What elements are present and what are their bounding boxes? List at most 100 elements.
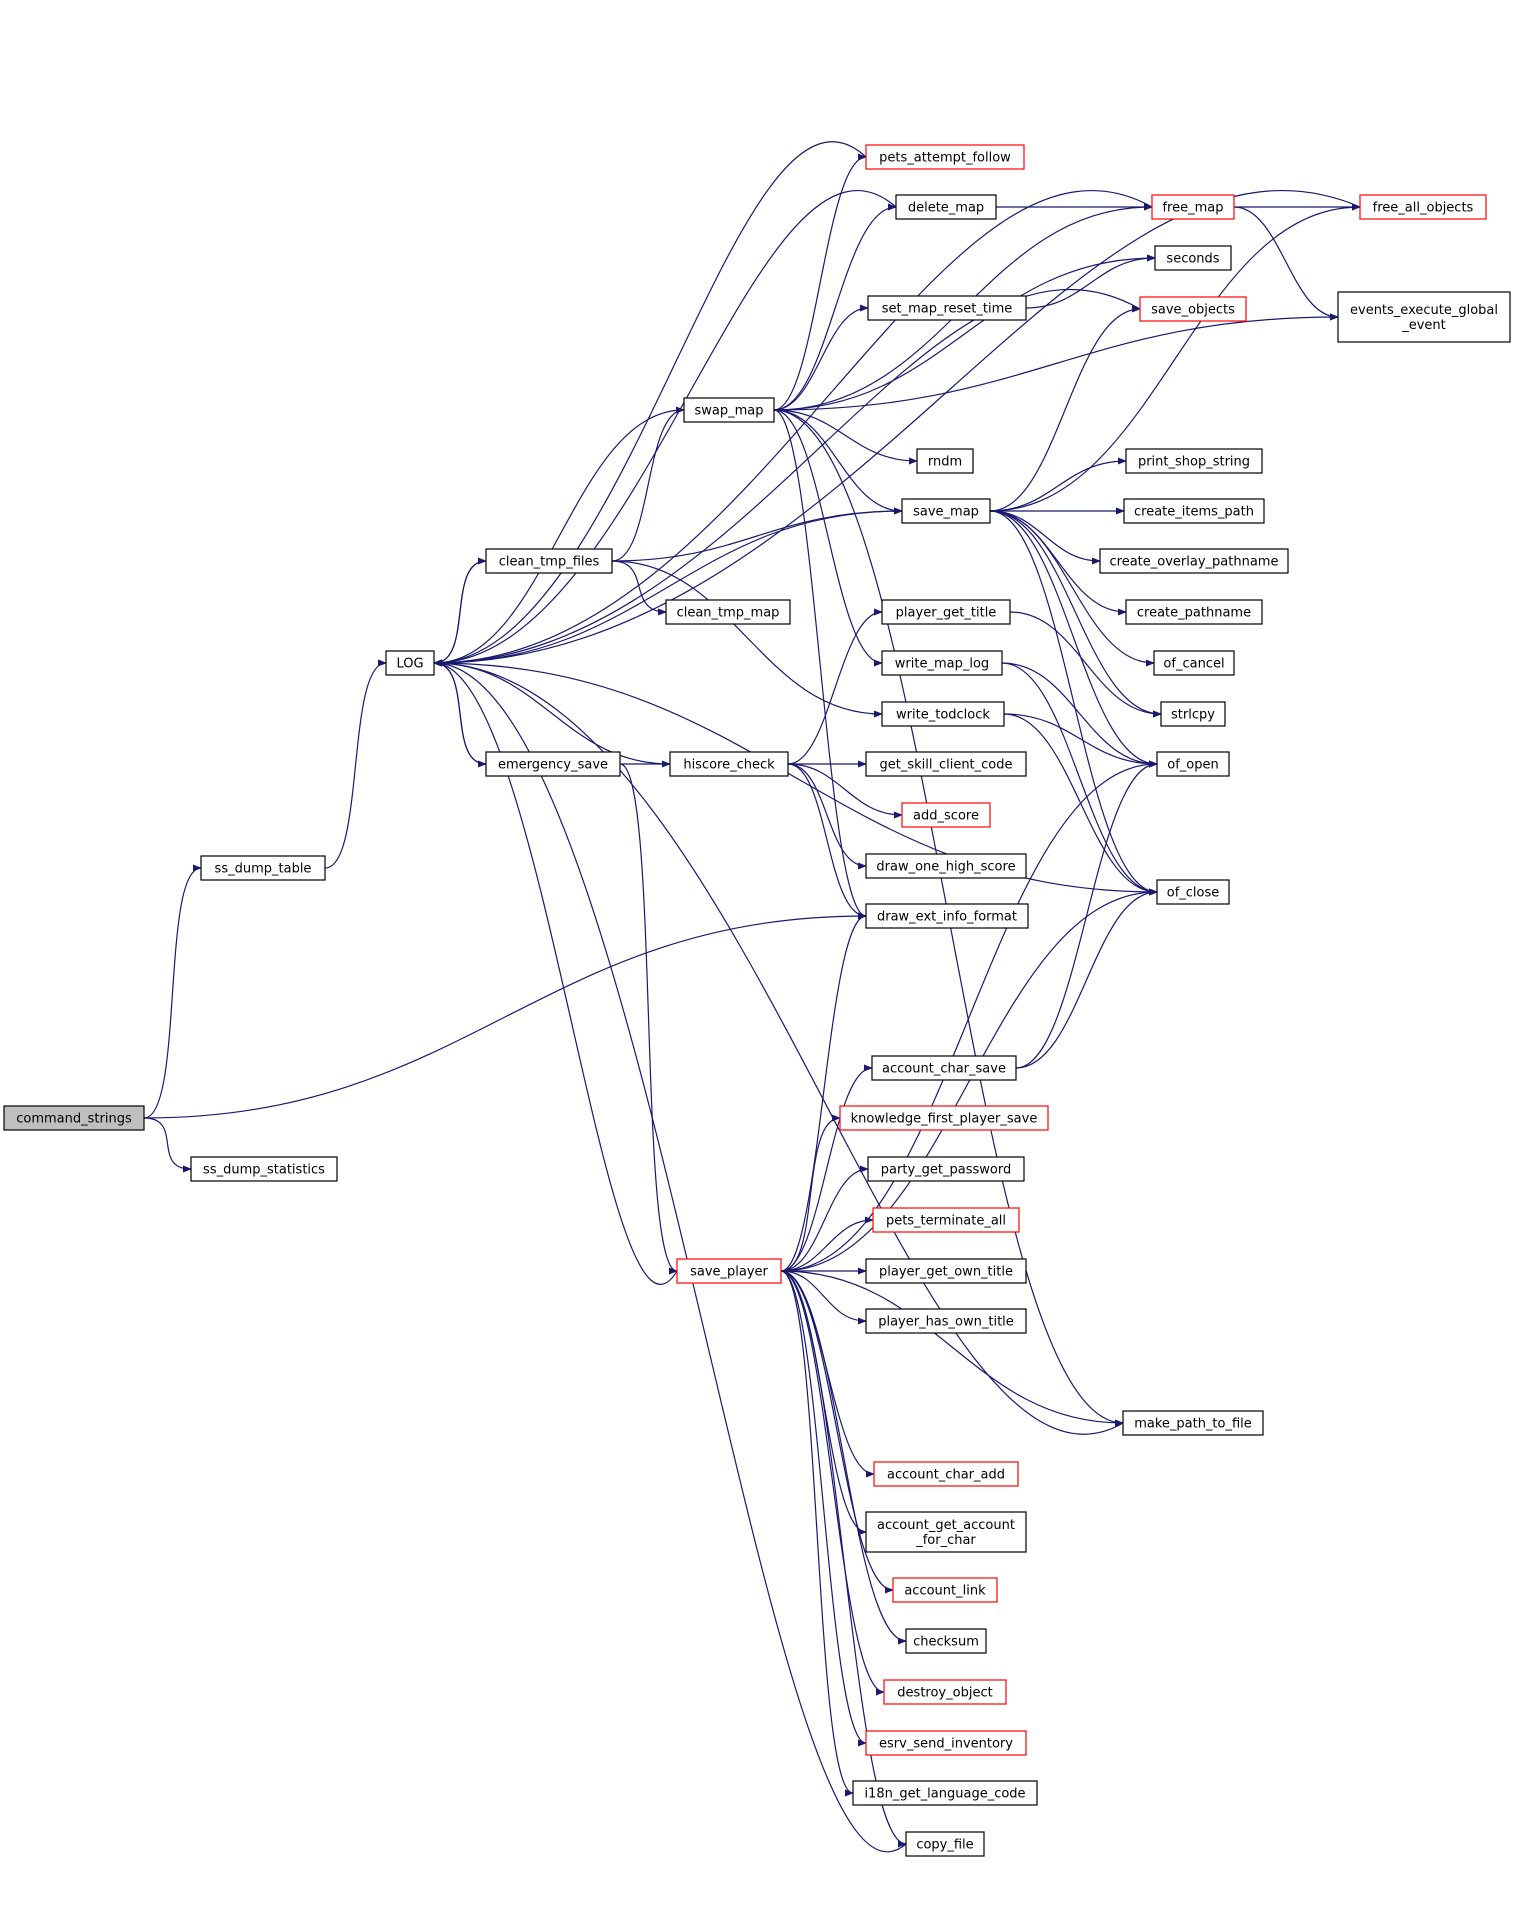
node-of-open[interactable]: of_open [1156, 751, 1230, 777]
node-swap-map[interactable]: swap_map [683, 397, 775, 423]
node-box-strlcpy[interactable] [1160, 701, 1226, 727]
node-box-create-overlay-pathname[interactable] [1099, 548, 1289, 574]
node-player-has-own-title[interactable]: player_has_own_title [865, 1308, 1027, 1334]
node-box-hiscore-check[interactable] [669, 751, 789, 777]
node-emergency-save[interactable]: emergency_save [485, 751, 621, 777]
node-account-get-account-for-char[interactable]: account_get_account_for_char [865, 1511, 1027, 1553]
node-make-path-to-file[interactable]: make_path_to_file [1122, 1410, 1264, 1436]
node-box-account-get-account-for-char[interactable] [865, 1511, 1027, 1553]
node-box-player-get-title[interactable] [881, 599, 1011, 625]
node-account-link[interactable]: account_link [892, 1577, 998, 1603]
node-box-of-cancel[interactable] [1153, 650, 1235, 676]
node-seconds[interactable]: seconds [1154, 245, 1232, 271]
node-esrv-send-inventory[interactable]: esrv_send_inventory [865, 1730, 1027, 1756]
node-knowledge-first-player-save[interactable]: knowledge_first_player_save [839, 1105, 1049, 1131]
node-add-score[interactable]: add_score [901, 802, 991, 828]
node-box-pets-terminate-all[interactable] [872, 1207, 1020, 1233]
node-free-all-objects[interactable]: free_all_objects [1359, 194, 1487, 220]
node-i18n-get-language-code[interactable]: i18n_get_language_code [852, 1780, 1038, 1806]
node-destroy-object[interactable]: destroy_object [883, 1679, 1007, 1705]
node-draw-one-high-score[interactable]: draw_one_high_score [865, 853, 1027, 879]
node-box-seconds[interactable] [1154, 245, 1232, 271]
node-box-ss-dump-table[interactable] [200, 855, 326, 881]
node-box-save-player[interactable] [676, 1258, 782, 1284]
node-party-get-password[interactable]: party_get_password [867, 1156, 1025, 1182]
node-box-player-get-own-title[interactable] [865, 1258, 1027, 1284]
node-command-strings[interactable]: command_strings [3, 1105, 145, 1131]
node-box-checksum[interactable] [905, 1628, 987, 1654]
node-box-command-strings[interactable] [3, 1105, 145, 1131]
node-write-todclock[interactable]: write_todclock [881, 701, 1005, 727]
node-box-party-get-password[interactable] [867, 1156, 1025, 1182]
node-rndm[interactable]: rndm [916, 448, 974, 474]
node-account-char-add[interactable]: account_char_add [873, 1461, 1019, 1487]
node-box-emergency-save[interactable] [485, 751, 621, 777]
node-box-make-path-to-file[interactable] [1122, 1410, 1264, 1436]
node-save-player[interactable]: save_player [676, 1258, 782, 1284]
node-box-set-map-reset-time[interactable] [867, 295, 1027, 321]
node-clean-tmp-map[interactable]: clean_tmp_map [665, 599, 791, 625]
node-box-i18n-get-language-code[interactable] [852, 1780, 1038, 1806]
node-box-print-shop-string[interactable] [1125, 448, 1263, 474]
node-box-draw-one-high-score[interactable] [865, 853, 1027, 879]
node-box-copy-file[interactable] [905, 1831, 985, 1857]
node-delete-map[interactable]: delete_map [895, 194, 997, 220]
node-pets-attempt-follow[interactable]: pets_attempt_follow [865, 144, 1025, 170]
node-box-draw-ext-info-format[interactable] [865, 903, 1029, 929]
node-box-delete-map[interactable] [895, 194, 997, 220]
node-box-save-map[interactable] [901, 498, 991, 524]
node-of-close[interactable]: of_close [1156, 879, 1230, 905]
node-checksum[interactable]: checksum [905, 1628, 987, 1654]
node-box-create-items-path[interactable] [1123, 498, 1265, 524]
node-box-destroy-object[interactable] [883, 1679, 1007, 1705]
node-events-execute-global-event[interactable]: events_execute_global_event [1337, 291, 1511, 343]
node-box-events-execute-global-event[interactable] [1337, 291, 1511, 343]
node-create-pathname[interactable]: create_pathname [1125, 599, 1263, 625]
node-box-account-char-add[interactable] [873, 1461, 1019, 1487]
node-write-map-log[interactable]: write_map_log [881, 650, 1003, 676]
node-box-swap-map[interactable] [683, 397, 775, 423]
node-box-of-open[interactable] [1156, 751, 1230, 777]
node-box-rndm[interactable] [916, 448, 974, 474]
node-box-pets-attempt-follow[interactable] [865, 144, 1025, 170]
node-create-items-path[interactable]: create_items_path [1123, 498, 1265, 524]
node-box-LOG[interactable] [385, 650, 435, 676]
node-get-skill-client-code[interactable]: get_skill_client_code [865, 751, 1027, 777]
node-box-of-close[interactable] [1156, 879, 1230, 905]
node-free-map[interactable]: free_map [1151, 194, 1235, 220]
node-box-free-all-objects[interactable] [1359, 194, 1487, 220]
node-hiscore-check[interactable]: hiscore_check [669, 751, 789, 777]
node-box-write-map-log[interactable] [881, 650, 1003, 676]
node-save-map[interactable]: save_map [901, 498, 991, 524]
node-LOG[interactable]: LOG [385, 650, 435, 676]
node-box-add-score[interactable] [901, 802, 991, 828]
node-ss-dump-statistics[interactable]: ss_dump_statistics [190, 1156, 338, 1182]
node-create-overlay-pathname[interactable]: create_overlay_pathname [1099, 548, 1289, 574]
node-ss-dump-table[interactable]: ss_dump_table [200, 855, 326, 881]
node-box-clean-tmp-files[interactable] [485, 548, 613, 574]
node-player-get-own-title[interactable]: player_get_own_title [865, 1258, 1027, 1284]
node-pets-terminate-all[interactable]: pets_terminate_all [872, 1207, 1020, 1233]
node-box-save-objects[interactable] [1139, 296, 1247, 322]
node-save-objects[interactable]: save_objects [1139, 296, 1247, 322]
node-box-free-map[interactable] [1151, 194, 1235, 220]
node-box-ss-dump-statistics[interactable] [190, 1156, 338, 1182]
node-draw-ext-info-format[interactable]: draw_ext_info_format [865, 903, 1029, 929]
node-print-shop-string[interactable]: print_shop_string [1125, 448, 1263, 474]
node-clean-tmp-files[interactable]: clean_tmp_files [485, 548, 613, 574]
node-of-cancel[interactable]: of_cancel [1153, 650, 1235, 676]
node-box-clean-tmp-map[interactable] [665, 599, 791, 625]
node-box-account-link[interactable] [892, 1577, 998, 1603]
node-box-create-pathname[interactable] [1125, 599, 1263, 625]
node-box-player-has-own-title[interactable] [865, 1308, 1027, 1334]
node-set-map-reset-time[interactable]: set_map_reset_time [867, 295, 1027, 321]
node-strlcpy[interactable]: strlcpy [1160, 701, 1226, 727]
node-box-account-char-save[interactable] [871, 1055, 1017, 1081]
node-box-esrv-send-inventory[interactable] [865, 1730, 1027, 1756]
node-account-char-save[interactable]: account_char_save [871, 1055, 1017, 1081]
node-box-write-todclock[interactable] [881, 701, 1005, 727]
node-box-get-skill-client-code[interactable] [865, 751, 1027, 777]
node-box-knowledge-first-player-save[interactable] [839, 1105, 1049, 1131]
node-copy-file[interactable]: copy_file [905, 1831, 985, 1857]
node-player-get-title[interactable]: player_get_title [881, 599, 1011, 625]
